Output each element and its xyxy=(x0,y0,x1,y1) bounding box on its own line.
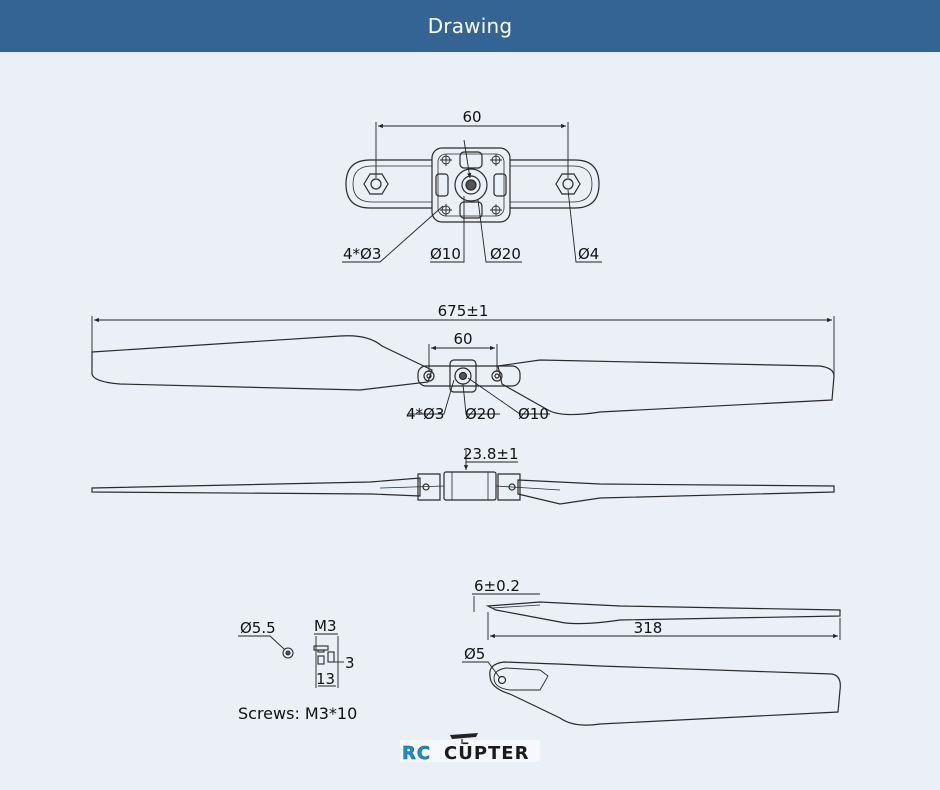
top-dim-hub: Ø20 xyxy=(490,245,521,263)
screw-dim-length: 13 xyxy=(316,670,335,688)
screw-dimensions xyxy=(238,633,344,688)
side-view-dimensions xyxy=(463,450,518,470)
screw-side-view xyxy=(313,645,335,665)
logo-rc: RC xyxy=(402,743,431,764)
front-hub-arms xyxy=(417,365,521,387)
blade-dimensions xyxy=(462,593,841,679)
side-left-blade xyxy=(91,477,421,497)
brand-logo: RC CŪPTER xyxy=(400,733,540,764)
screw-dim-head: Ø5.5 xyxy=(240,619,276,637)
blade-dim-thickness: 6±0.2 xyxy=(474,577,520,595)
top-dim-pin: Ø4 xyxy=(578,245,599,263)
screw-dim-head-height: 3 xyxy=(345,654,355,672)
blade-dim-length: 318 xyxy=(634,619,663,637)
technical-drawing: 60 4*Ø3 Ø10 Ø20 Ø4 675±1 60 4*Ø3 Ø20 Ø10 xyxy=(91,108,841,764)
blade-dim-hole: Ø5 xyxy=(464,645,485,663)
front-dim-hub: Ø20 xyxy=(465,405,496,423)
screw-caption: Screws: M3*10 xyxy=(238,704,357,723)
blade-profile-outline xyxy=(485,601,841,625)
screw-dim-thread: M3 xyxy=(314,617,337,635)
front-dim-length: 675±1 xyxy=(438,302,489,320)
top-dim-bore: Ø10 xyxy=(430,245,461,263)
right-hex-nut xyxy=(555,173,581,195)
front-dim-bore: Ø10 xyxy=(518,405,549,423)
top-view-hub xyxy=(345,147,600,223)
blade-profile xyxy=(485,601,841,625)
top-dim-width: 60 xyxy=(462,108,481,126)
side-view-propeller xyxy=(91,471,835,505)
left-hex-nut xyxy=(363,173,389,195)
side-right-blade xyxy=(517,479,835,505)
hub-right-arm xyxy=(510,159,600,209)
hub-circle-20 xyxy=(454,168,488,202)
logo-copter: CŪPTER xyxy=(444,742,529,764)
front-view-dimensions xyxy=(91,316,835,415)
front-dim-width: 60 xyxy=(453,330,472,348)
page-title: Drawing xyxy=(427,14,513,38)
blade-top-outline xyxy=(489,661,841,726)
front-dim-holes: 4*Ø3 xyxy=(406,405,444,423)
blade-top-view xyxy=(489,661,841,726)
left-blade-outline xyxy=(91,335,433,391)
hub-left-arm xyxy=(345,159,432,209)
screw-head-view xyxy=(282,647,294,659)
drawing-canvas: 60 4*Ø3 Ø10 Ø20 Ø4 675±1 60 4*Ø3 Ø20 Ø10 xyxy=(0,52,940,785)
top-view-dimensions xyxy=(342,122,602,263)
side-dim-height: 23.8±1 xyxy=(463,445,519,463)
header-bar: Drawing xyxy=(0,0,940,52)
hub-center-plate xyxy=(431,147,511,223)
top-dim-holes: 4*Ø3 xyxy=(343,245,381,263)
right-blade-outline xyxy=(497,359,835,416)
